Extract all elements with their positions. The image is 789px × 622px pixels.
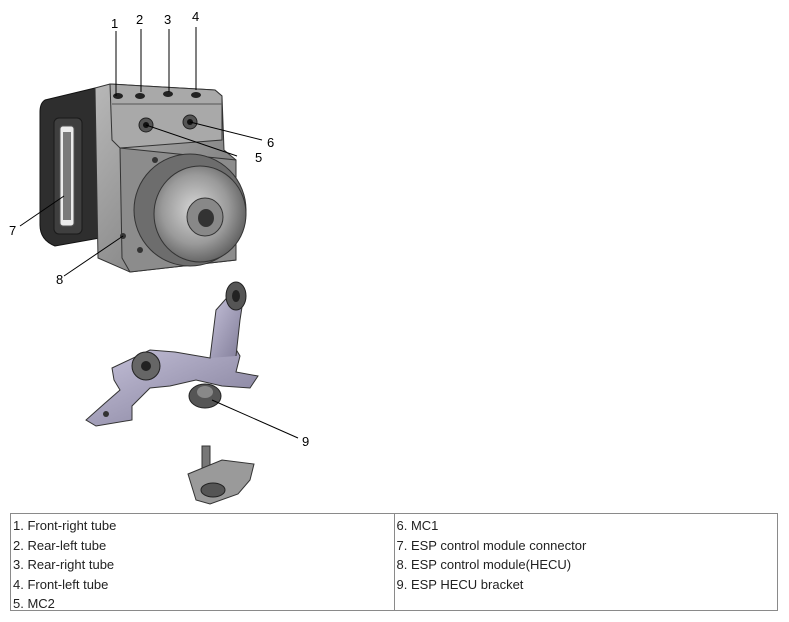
legend-item: 6. MC1: [396, 518, 439, 533]
callout-6: 6: [267, 135, 274, 150]
legend-item: 3. Rear-right tube: [13, 557, 115, 572]
legend-item: 5. MC2: [13, 596, 55, 611]
hecu-bracket: [85, 281, 259, 427]
callout-7: 7: [9, 223, 16, 238]
legend-item: 8. ESP control module(HECU): [396, 557, 572, 572]
legend-item: 9. ESP HECU bracket: [396, 576, 524, 592]
leader-lines: [19, 27, 299, 439]
legend-item: 1. Front-right tube: [13, 518, 117, 533]
callout-2: 2: [136, 12, 143, 27]
callout-4: 4: [192, 9, 199, 24]
legend-column-left: 1. Front-right tube 2. Rear-left tube 3.…: [11, 514, 394, 611]
hecu-module: [39, 83, 247, 273]
legend-table: 1. Front-right tube 2. Rear-left tube 3.…: [10, 513, 778, 611]
legend-item: 4. Front-left tube: [13, 576, 109, 592]
callout-9: 9: [302, 434, 309, 449]
callout-8: 8: [56, 272, 63, 287]
legend-item: 7. ESP control module connector: [396, 537, 587, 553]
bracket-insulator-piece: [187, 445, 255, 505]
callout-3: 3: [164, 12, 171, 27]
legend-column-right: 6. MC1 7. ESP control module connector 8…: [393, 514, 778, 610]
esp-hecu-diagram: 1 2 3 4 5 6 7 8 9: [9, 9, 309, 505]
callout-1: 1: [111, 16, 118, 31]
callout-5: 5: [255, 150, 262, 165]
legend-item: 2. Rear-left tube: [13, 537, 107, 553]
